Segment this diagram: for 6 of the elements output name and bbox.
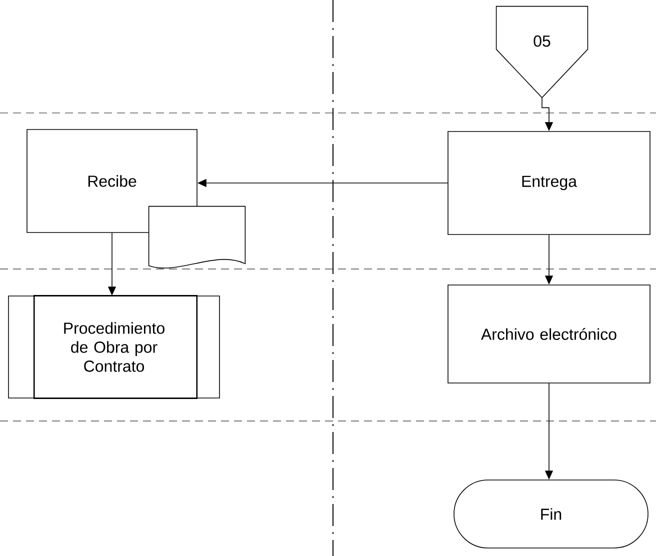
document-shape bbox=[148, 206, 246, 268]
process-box: Entrega bbox=[448, 131, 650, 235]
off-page-connector: 05 bbox=[496, 6, 588, 98]
process-box: Recibe bbox=[26, 129, 198, 233]
process-box: Archivo electrónico bbox=[448, 284, 650, 384]
predefined-process-box: Procedimiento de Obra por Contrato bbox=[8, 294, 220, 400]
